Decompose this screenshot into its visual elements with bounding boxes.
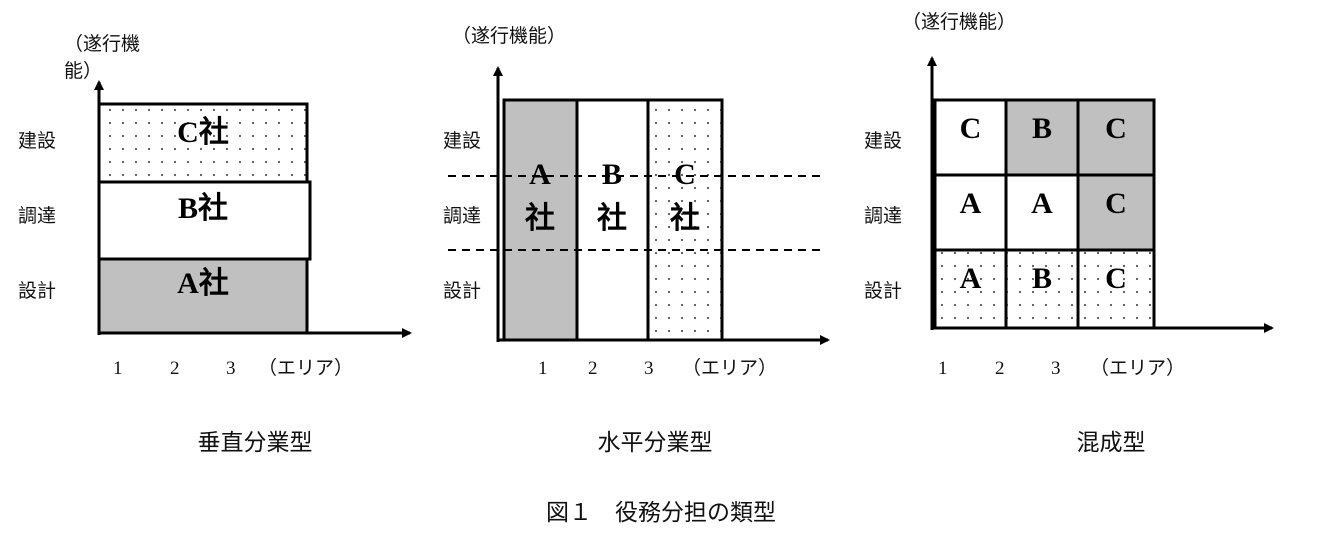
function-label: 設計: [864, 280, 902, 302]
column-area1-company-a: [502, 98, 579, 342]
row-design-company-a: [97, 257, 309, 335]
area-label: 2: [588, 358, 598, 379]
mixed-division-diagram: （遂行機能） C B C A A C A B C 建設 調達 設計 1 2 3 （エリア） 混成…: [864, 11, 1274, 456]
figure-caption: 図１ 役務分担の類型: [546, 500, 776, 526]
x-axis-title: （エリア）: [682, 357, 777, 379]
company-letter: A: [529, 158, 551, 191]
company-label: B社: [178, 192, 228, 225]
company-label: C社: [177, 116, 229, 149]
area-label: 1: [938, 358, 948, 379]
x-axis-title: （エリア）: [1090, 357, 1185, 379]
y-axis-title: （遂行機能）: [452, 25, 566, 47]
y-axis-title-line1: （遂行機: [64, 33, 140, 55]
mixed-grid: C B C A A C A B C: [933, 98, 1156, 330]
grid-cell-company: C: [1105, 112, 1127, 145]
function-label: 建設: [443, 130, 481, 152]
company-letter: B: [602, 158, 622, 191]
function-label: 設計: [18, 280, 56, 302]
area-label: 1: [538, 358, 548, 379]
x-axis-title: （エリア）: [258, 357, 353, 379]
area-label: 1: [113, 358, 123, 379]
area-label: 3: [644, 358, 654, 379]
grid-cell: [933, 173, 1008, 252]
grid-cell-company: C: [960, 112, 982, 145]
company-letter: C: [674, 158, 696, 191]
vertical-division-diagram: （遂行機 能） C社 B社 A社 建設 調達 設計 1 2 3 （エリア） 垂直…: [18, 33, 412, 456]
grid-cell: [1004, 98, 1080, 177]
grid-cell-company: C: [1105, 262, 1127, 295]
function-label: 建設: [18, 130, 56, 152]
horizontal-division-diagram: （遂行機能） A 社 B 社 C 社 建設 調達 設計 1 2 3 （エリア） …: [443, 25, 830, 456]
row-procurement-company-b: [97, 180, 312, 261]
grid-cell-company: A: [1031, 187, 1053, 220]
grid-cell: [1076, 173, 1156, 252]
function-label: 建設: [864, 130, 902, 152]
area-label: 2: [170, 358, 180, 379]
grid-cell: [1076, 248, 1156, 330]
grid-cell-company: B: [1032, 262, 1052, 295]
company-label: A社: [177, 267, 229, 300]
company-suffix: 社: [670, 202, 700, 235]
diagram-caption: 水平分業型: [598, 430, 713, 456]
function-label: 調達: [18, 205, 56, 227]
diagram-caption: 垂直分業型: [198, 430, 313, 456]
y-axis-title: （遂行機能）: [902, 11, 1016, 33]
diagram-caption: 混成型: [1077, 430, 1146, 456]
area-label: 3: [226, 358, 236, 379]
function-label: 設計: [443, 280, 481, 302]
column-area3-company-c: [646, 98, 724, 342]
function-label: 調達: [443, 205, 481, 227]
grid-cell-company: B: [1032, 112, 1052, 145]
area-label: 3: [1051, 358, 1061, 379]
area-label: 2: [995, 358, 1005, 379]
grid-cell-company: A: [960, 187, 982, 220]
company-suffix: 社: [597, 202, 627, 235]
grid-cell: [933, 248, 1008, 330]
y-axis-title-line2: 能）: [64, 60, 102, 82]
grid-cell: [1004, 248, 1080, 330]
grid-cell-company: C: [1105, 187, 1127, 220]
function-label: 調達: [864, 205, 902, 227]
company-suffix: 社: [525, 202, 555, 235]
grid-cell-company: A: [960, 262, 982, 295]
